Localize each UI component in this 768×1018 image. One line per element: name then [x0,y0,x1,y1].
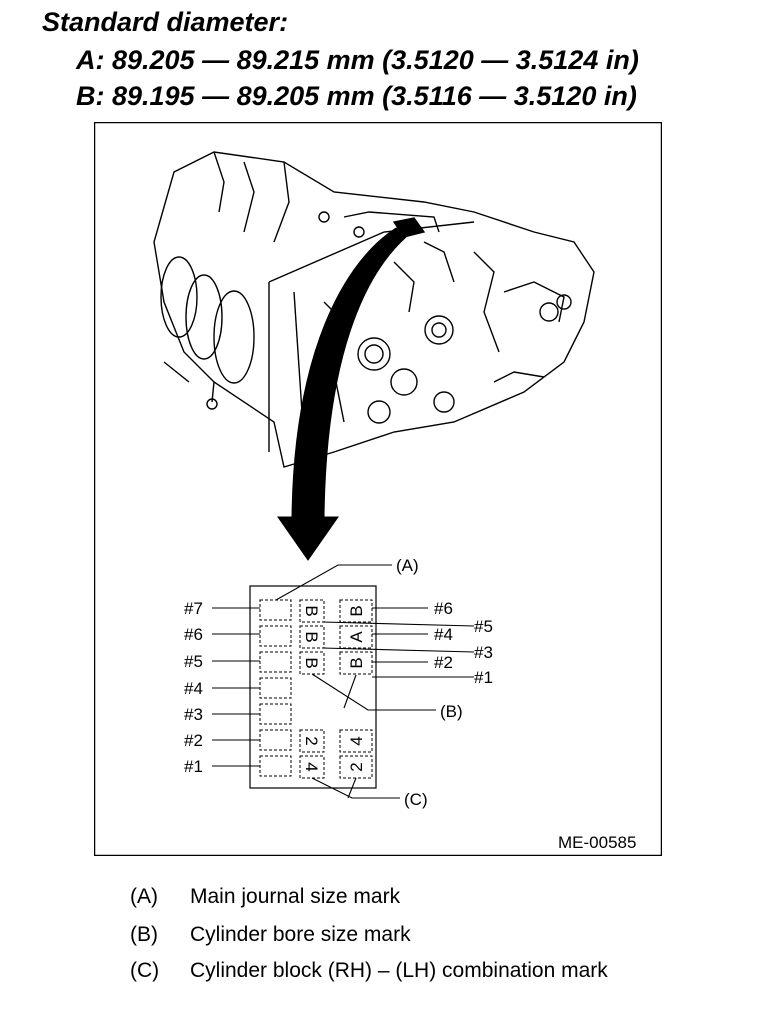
combo-mark-lh-2: 2 [347,762,366,771]
mark-plate [249,585,377,789]
header-line-a: A: 89.205 — 89.215 mm (3.5120 — 3.5124 i… [76,45,639,75]
header-line-b: B: 89.195 — 89.205 mm (3.5116 — 3.5120 i… [76,81,637,111]
legend-text: Main journal size mark [190,885,401,908]
legend-text: Cylinder bore size mark [190,923,411,946]
figure-labels: #7 #6 #5 #4 #3 #2 #1 #6 #5 #4 #3 #2 #1 (… [184,556,636,852]
bore-mark-rh-1: B [302,605,321,616]
figure-code: ME-00585 [558,833,636,852]
bore-mark-lh-2: A [347,631,366,643]
bore-mark-lh-1: B [347,605,366,616]
leader-lines [212,564,475,799]
left-label-5: #5 [184,652,203,671]
right-label-5: #5 [474,617,493,636]
legend-key: (B) [130,923,158,946]
right-label-6: #6 [434,599,453,618]
pointer-arrow [277,227,414,561]
header-title: Standard diameter: [42,7,289,37]
callout-c: (C) [404,790,428,809]
bore-mark-rh-3: B [302,657,321,668]
combo-mark-lh-1: 4 [347,736,366,745]
callout-b: (B) [440,702,463,721]
legend-text: Cylinder block (RH) – (LH) combination m… [190,959,608,982]
callout-a: (A) [396,556,419,575]
combo-mark-rh-1: 2 [302,736,321,745]
combo-mark-rh-2: 4 [302,762,321,771]
figure-frame: B B B B A B 2 4 4 2 #7 #6 #5 #4 #3 [93,121,663,857]
engine-block-illustration [153,151,595,468]
bore-mark-rh-2: B [302,631,321,642]
left-label-7: #7 [184,599,203,618]
left-label-2: #2 [184,731,203,750]
legend-key: (C) [130,959,160,982]
left-label-4: #4 [184,679,203,698]
right-label-3: #3 [474,643,493,662]
right-label-1: #1 [474,668,493,687]
mark-letters: B B B B A B 2 4 4 2 [302,605,366,771]
right-label-4: #4 [434,625,453,644]
left-label-6: #6 [184,625,203,644]
left-label-3: #3 [184,705,203,724]
right-label-2: #2 [434,653,453,672]
legend-key: (A) [130,885,158,908]
bore-mark-lh-3: B [347,657,366,668]
left-label-1: #1 [184,757,203,776]
engine-block-diagram: B B B B A B 2 4 4 2 #7 #6 #5 #4 #3 [93,121,663,857]
